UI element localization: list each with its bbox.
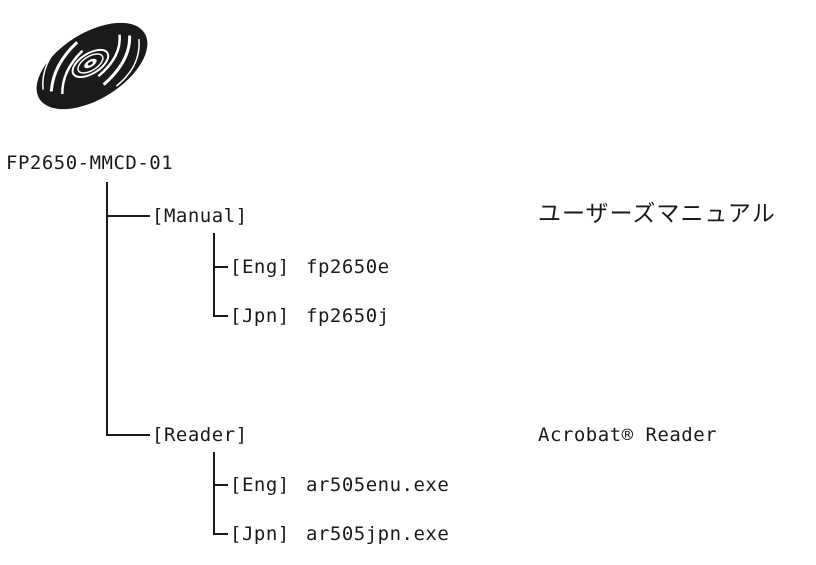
file-name-manual-jpn: fp2650j bbox=[306, 305, 390, 327]
file-name-reader-eng: ar505enu.exe bbox=[306, 474, 450, 496]
file-lang-reader-jpn: [Jpn] bbox=[230, 523, 290, 545]
file-lang-reader-eng: [Eng] bbox=[230, 474, 290, 496]
file-lang-manual-eng: [Eng] bbox=[230, 256, 290, 278]
file-lang-manual-jpn: [Jpn] bbox=[230, 305, 290, 327]
folder-label-manual: [Manual] bbox=[152, 205, 248, 227]
folder-description-reader: Acrobat® Reader bbox=[538, 424, 718, 446]
file-name-reader-jpn: ar505jpn.exe bbox=[306, 523, 450, 545]
root-label: FP2650-MMCD-01 bbox=[6, 152, 174, 174]
folder-label-reader: [Reader] bbox=[152, 424, 248, 446]
file-name-manual-eng: fp2650e bbox=[306, 256, 390, 278]
folder-description-manual: ユーザーズマニュアル bbox=[538, 201, 776, 227]
cd-disc-icon bbox=[36, 22, 148, 110]
